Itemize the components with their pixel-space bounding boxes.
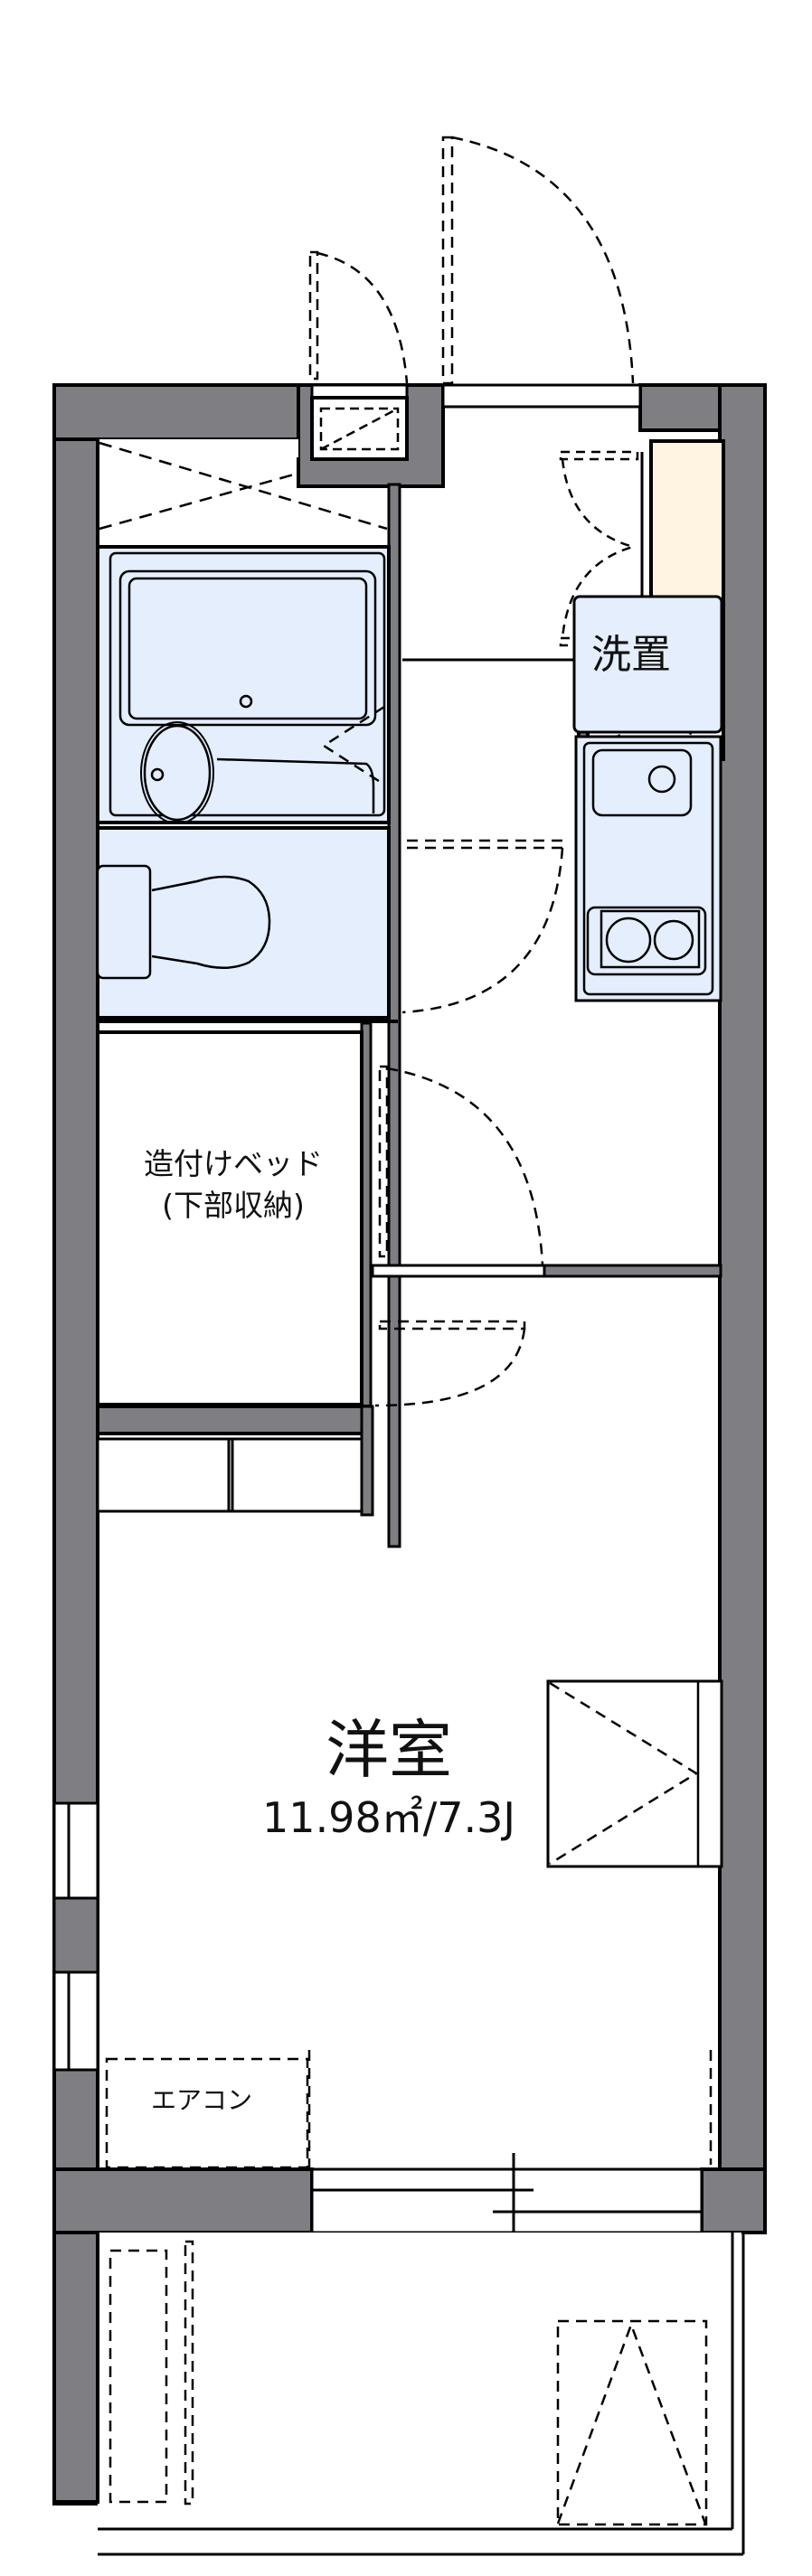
built-in-bed-label: 造付けベッド (下部収納) bbox=[98, 1143, 369, 1227]
storage-x-mark bbox=[99, 441, 388, 531]
left-windows bbox=[52, 1801, 99, 2072]
closet-folding-door bbox=[546, 1679, 723, 1868]
kitchen-counter bbox=[574, 735, 722, 1002]
air-conditioner bbox=[105, 2057, 309, 2169]
door-swing-small bbox=[308, 250, 409, 384]
room-door-swing bbox=[374, 1320, 526, 1407]
closet bbox=[96, 1437, 364, 1513]
main-room-label: 洋室 bbox=[326, 1713, 452, 1787]
bed-label-line1: 造付けベッド bbox=[144, 1146, 323, 1181]
hall-door-swing bbox=[378, 1065, 544, 1266]
entrance-door-swing bbox=[441, 136, 635, 385]
main-room-area: 11.98㎡/7.3J bbox=[262, 1793, 515, 1842]
meter-box bbox=[310, 396, 409, 461]
toilet-door-swing bbox=[401, 839, 564, 1014]
bathroom-unit bbox=[96, 545, 391, 824]
balcony bbox=[98, 2233, 745, 2576]
washer-space bbox=[572, 595, 723, 734]
air-conditioner-label: エアコン bbox=[150, 2085, 252, 2115]
washer-label: 洗置 bbox=[591, 632, 671, 678]
toilet-room bbox=[96, 826, 391, 1020]
built-in-bed bbox=[96, 1030, 364, 1406]
bed-label-line2: (下部収納) bbox=[162, 1188, 305, 1223]
